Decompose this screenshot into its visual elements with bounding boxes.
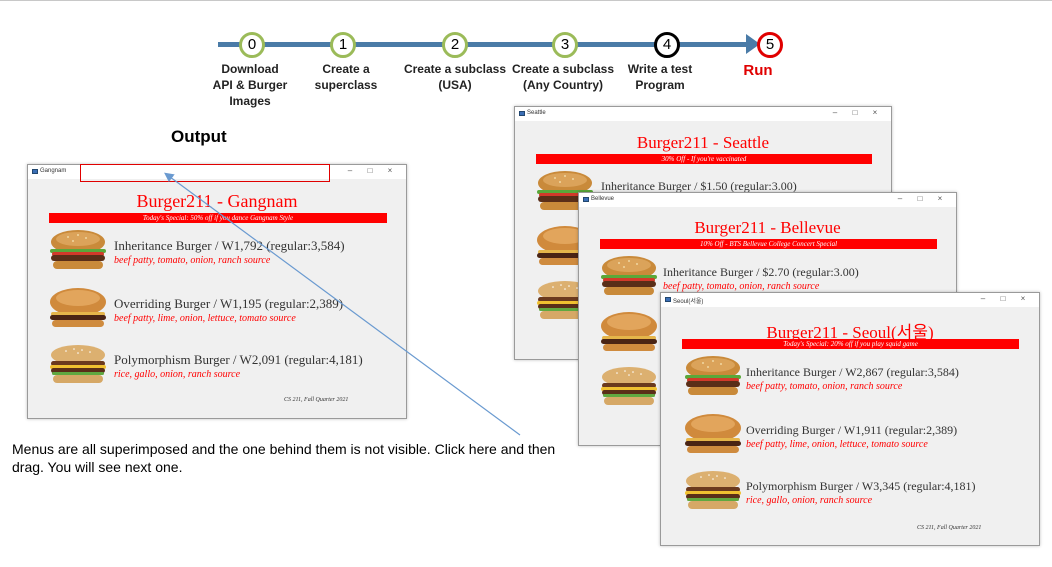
close-icon[interactable]: ×: [937, 194, 943, 203]
step-5-circle: 5: [757, 32, 783, 58]
step-1-circle: 1: [330, 32, 356, 58]
item-description: beef patty, tomato, onion, ranch source: [663, 281, 820, 292]
timeline-arrowhead: [746, 34, 760, 54]
app-icon: [519, 111, 525, 116]
step-4-label: Write a test Program: [627, 62, 693, 92]
bellevue-titlebar[interactable]: Bellevue – □ ×: [579, 193, 956, 207]
gangnam-window[interactable]: Gangnam – □ × Burger211 - Gangnam Today's …: [27, 164, 407, 419]
drag-area-highlight[interactable]: [80, 164, 330, 182]
item-name: Inheritance Burger / $2.70 (regular:3.00…: [663, 265, 859, 279]
window-title: Bellevue: [591, 196, 615, 202]
item-name: Inheritance Burger / W1,792 (regular:3,5…: [114, 238, 345, 253]
output-heading: Output: [171, 127, 227, 146]
app-icon: [665, 297, 671, 302]
item-description: beef patty, tomato, onion, ranch source: [114, 255, 271, 266]
item-description: rice, gallo, onion, ranch source: [114, 369, 241, 380]
close-icon[interactable]: ×: [387, 166, 393, 175]
seattle-titlebar[interactable]: Seattle – □ ×: [515, 107, 891, 121]
maximize-icon[interactable]: □: [1000, 294, 1006, 303]
top-divider: [0, 0, 1052, 1]
maximize-icon[interactable]: □: [852, 108, 858, 117]
maximize-icon[interactable]: □: [367, 166, 373, 175]
seoul-titlebar[interactable]: Seoul(서울) – □ ×: [661, 293, 1039, 307]
window-title: Seattle: [527, 110, 546, 116]
step-2-circle: 2: [442, 32, 468, 58]
item-description: beef patty, tomato, onion, ranch source: [746, 381, 903, 392]
step-0-circle: 0: [239, 32, 265, 58]
step-3-label: Create a subclass (Any Country): [511, 62, 615, 92]
restaurant-heading: Burger211 - Gangnam: [136, 191, 298, 211]
step-4-circle: 4: [654, 32, 680, 58]
app-icon: [583, 197, 589, 202]
app-icon: [32, 169, 38, 174]
window-title: Seoul(서울): [673, 299, 704, 305]
close-icon[interactable]: ×: [1020, 294, 1026, 303]
special-banner: Today's Special: 20% off if you play squ…: [682, 339, 1019, 349]
close-icon[interactable]: ×: [872, 108, 878, 117]
course-footer: CS 211, Fall Quarter 2021: [917, 525, 982, 531]
minimize-icon[interactable]: –: [832, 108, 838, 117]
course-footer: CS 211, Fall Quarter 2021: [284, 397, 349, 403]
minimize-icon[interactable]: –: [897, 194, 903, 203]
instruction-note: Menus are all superimposed and the one b…: [12, 441, 556, 475]
restaurant-heading: Burger211 - Seoul(서울): [766, 323, 934, 342]
step-5-label: Run: [743, 62, 773, 79]
step-1-label: Create a superclass: [314, 62, 378, 92]
item-name: Overriding Burger / W1,911 (regular:2,38…: [746, 423, 958, 437]
special-banner: 30% Off - If you're vaccinated: [536, 154, 872, 164]
item-name: Overriding Burger / W1,195 (regular:2,38…: [114, 296, 344, 311]
item-name: Inheritance Burger / $1.50 (regular:3.00…: [601, 179, 797, 193]
item-description: beef patty, lime, onion, lettuce, tomato…: [114, 313, 296, 324]
minimize-icon[interactable]: –: [347, 166, 353, 175]
item-description: rice, gallo, onion, ranch source: [746, 495, 873, 506]
item-name: Inheritance Burger / W2,867 (regular:3,5…: [746, 365, 959, 379]
step-2-label: Create a subclass (USA): [403, 62, 507, 92]
item-name: Polymorphism Burger / W3,345 (regular:4,…: [746, 479, 976, 493]
special-banner: Today's Special: 50% off if you dance Ga…: [49, 213, 387, 223]
item-description: beef patty, lime, onion, lettuce, tomato…: [746, 439, 928, 450]
special-banner: 10% Off - BTS Bellevue College Concert S…: [600, 239, 937, 249]
item-name: Polymorphism Burger / W2,091 (regular:4,…: [114, 352, 363, 367]
gangnam-titlebar[interactable]: Gangnam – □ ×: [28, 165, 406, 179]
restaurant-heading: Burger211 - Bellevue: [694, 218, 841, 237]
maximize-icon[interactable]: □: [917, 194, 923, 203]
restaurant-heading: Burger211 - Seattle: [636, 133, 770, 152]
seoul-window[interactable]: Seoul(서울) – □ × Burger211 - Seoul(서울) Toda…: [660, 292, 1040, 546]
window-title: Gangnam: [40, 168, 67, 174]
minimize-icon[interactable]: –: [980, 294, 986, 303]
step-3-circle: 3: [552, 32, 578, 58]
timeline-bar: [218, 42, 752, 47]
step-0-label: Download API & Burger Images: [212, 62, 288, 108]
